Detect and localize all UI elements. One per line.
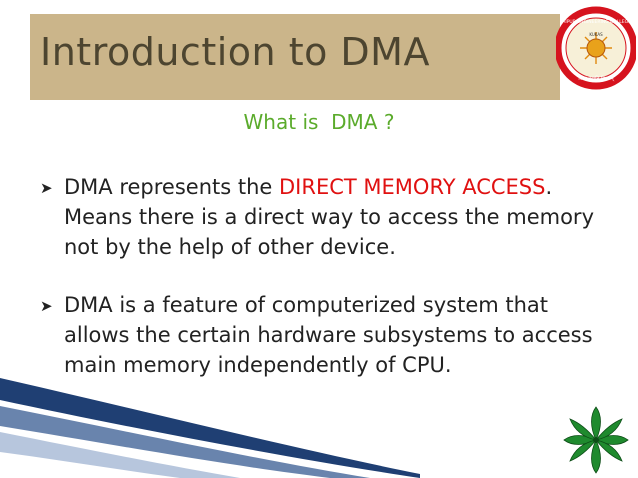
logo-top-text: JAIPUR ENGINEERING COLLEGE — [560, 19, 631, 25]
bullet-point-1: ➤ DMA represents the DIRECT MEMORY ACCES… — [40, 172, 610, 262]
bullet-text: DMA is a feature of computerized system … — [64, 293, 593, 377]
slide-subtitle: What is DMA ? — [243, 110, 395, 134]
bullet-point-2: ➤ DMA is a feature of computerized syste… — [40, 290, 610, 380]
bullet-text: DMA represents the DIRECT MEMORY ACCESS.… — [64, 172, 610, 262]
leaf-ornament-icon — [563, 406, 629, 474]
title-bar — [30, 14, 560, 100]
bullet-text-before: DMA represents the — [64, 175, 280, 199]
logo-sub-text: KUKAS — [589, 32, 603, 37]
logo-bottom-text: विद्या ददाति विनयम् — [578, 75, 614, 82]
bullet-arrow-icon: ➤ — [40, 297, 53, 315]
slide-title: Introduction to DMA — [40, 30, 430, 74]
college-logo: JAIPUR ENGINEERING COLLEGE KUKAS विद्या … — [556, 6, 636, 90]
highlighted-term: DIRECT MEMORY ACCESS — [279, 175, 546, 199]
decorative-swoosh — [0, 378, 420, 478]
bullet-arrow-icon: ➤ — [40, 179, 53, 197]
bullet-text-after: . Means there is a direct way to access … — [64, 175, 594, 259]
